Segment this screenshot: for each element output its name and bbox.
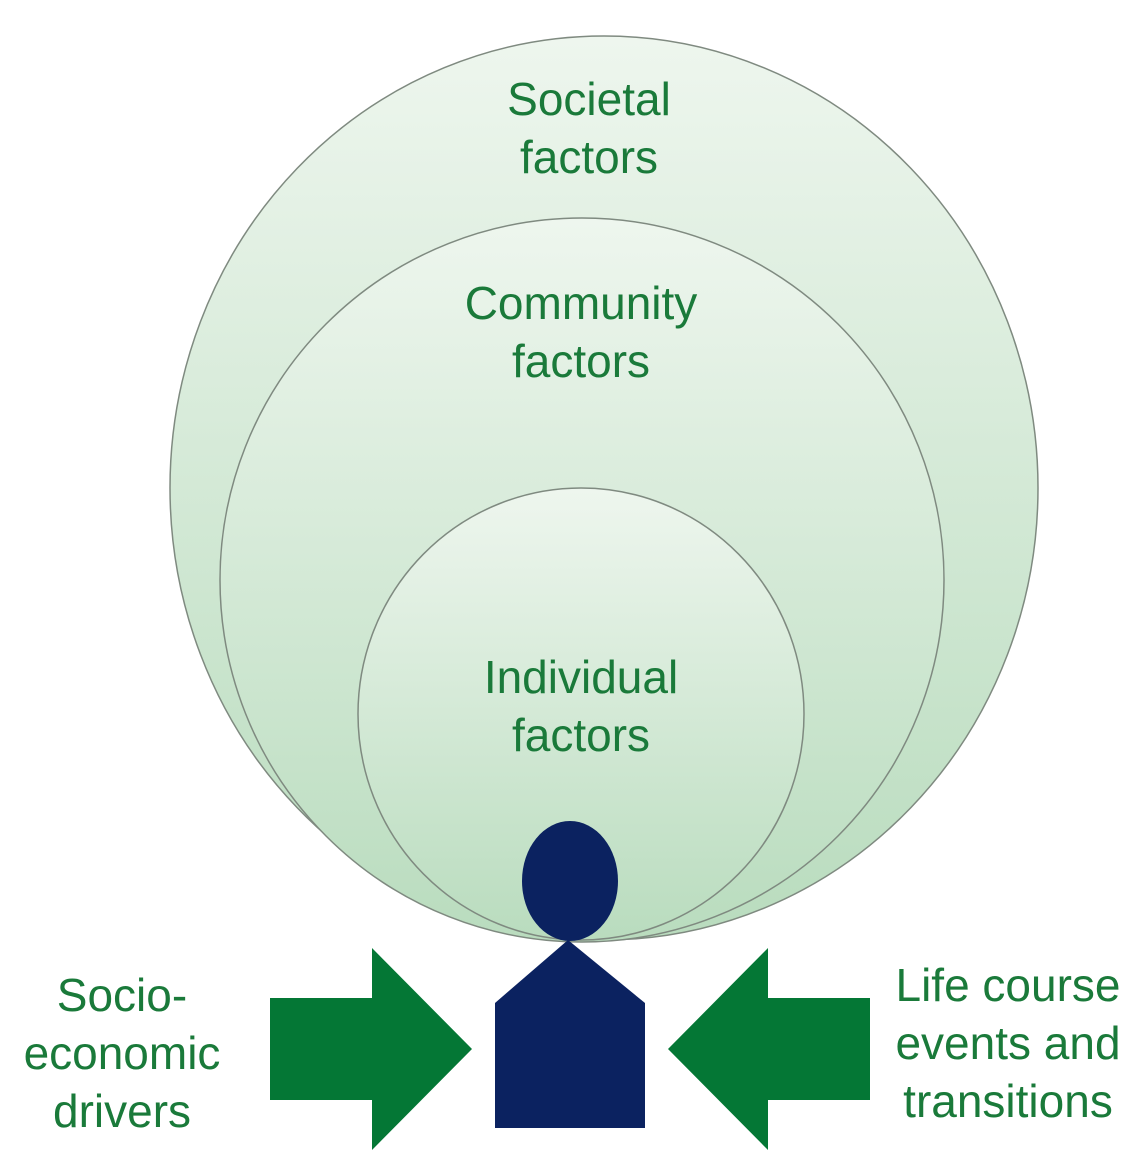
left-driver-line-2: economic — [23, 1027, 221, 1079]
individual-line-2: factors — [511, 709, 651, 761]
societal-line-1: Societal — [507, 73, 671, 125]
community-line-2: factors — [511, 335, 651, 387]
person-head — [522, 821, 618, 941]
community-factors-label: Community factors — [465, 274, 698, 390]
individual-circle — [357, 487, 805, 941]
individual-factors-label: Individual factors — [484, 648, 678, 764]
life-course-events-label: Life course events and transitions — [895, 956, 1120, 1130]
right-driver-line-3: transitions — [903, 1075, 1113, 1127]
right-driver-line-2: events and — [895, 1017, 1121, 1069]
arrow-left-icon — [668, 948, 870, 1150]
community-line-1: Community — [464, 277, 698, 329]
arrow-right-icon — [270, 948, 472, 1150]
societal-line-2: factors — [519, 131, 659, 183]
person-icon — [495, 821, 645, 1128]
societal-factors-label: Societal factors — [507, 70, 671, 186]
socio-economic-drivers-label: Socio- economic drivers — [24, 966, 221, 1140]
left-driver-line-1: Socio- — [56, 969, 188, 1021]
person-body — [495, 940, 645, 1128]
left-driver-line-3: drivers — [52, 1085, 192, 1137]
right-driver-line-1: Life course — [895, 959, 1121, 1011]
individual-line-1: Individual — [483, 651, 679, 703]
